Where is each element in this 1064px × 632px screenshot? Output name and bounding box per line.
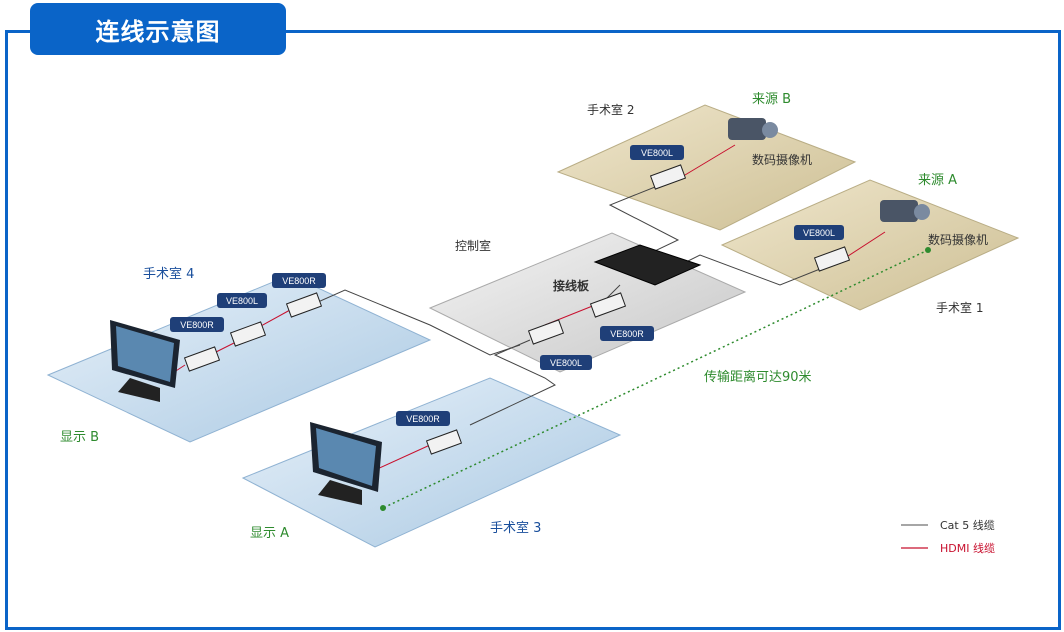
label-display-a: 显示 A xyxy=(250,526,289,541)
label-source-a: 来源 A xyxy=(918,173,957,188)
diagram-frame xyxy=(5,30,1061,630)
label-camera-b: 数码摄像机 xyxy=(752,152,812,167)
badge-room4-ve800r-1: VE800R xyxy=(272,273,326,288)
svg-text:VE800R: VE800R xyxy=(180,320,214,330)
svg-text:VE800R: VE800R xyxy=(610,329,644,339)
label-camera-a: 数码摄像机 xyxy=(928,232,988,247)
label-distance: 传输距离可达90米 xyxy=(704,369,812,385)
distance-line xyxy=(382,249,929,509)
room2-floor xyxy=(556,104,857,231)
room1-floor xyxy=(720,179,1020,311)
monitor-a-icon xyxy=(310,422,382,505)
legend-hdmi: HDMI 线缆 xyxy=(940,541,995,555)
monitor-b-icon xyxy=(110,320,180,402)
badge-room4-ve800l: VE800L xyxy=(217,293,267,308)
label-control-room: 控制室 xyxy=(455,238,491,253)
badge-room4-ve800r-2: VE800R xyxy=(170,317,224,332)
room4-floor xyxy=(46,274,432,443)
control-room-floor xyxy=(428,232,747,373)
label-display-b: 显示 B xyxy=(60,430,99,445)
extender-devices xyxy=(183,164,851,455)
room3-floor xyxy=(241,377,622,548)
legend: Cat 5 线缆 HDMI 线缆 xyxy=(901,518,995,555)
camera-a-icon xyxy=(880,200,930,222)
label-patch-panel: 接线板 xyxy=(553,278,590,293)
svg-text:VE800L: VE800L xyxy=(803,228,835,238)
label-room2: 手术室 2 xyxy=(587,102,634,117)
badge-room3-ve800r: VE800R xyxy=(396,411,450,426)
svg-text:VE800L: VE800L xyxy=(226,296,258,306)
badge-control-ve800r: VE800R xyxy=(600,326,654,341)
svg-text:VE800L: VE800L xyxy=(641,148,673,158)
svg-text:VE800L: VE800L xyxy=(550,358,582,368)
badge-room2-ve800l: VE800L xyxy=(630,145,684,160)
label-source-b: 来源 B xyxy=(752,92,791,107)
badge-room1-ve800l: VE800L xyxy=(794,225,844,240)
label-room4: 手术室 4 xyxy=(143,266,194,282)
patch-panel xyxy=(593,244,702,286)
label-room3: 手术室 3 xyxy=(490,520,541,536)
label-room1: 手术室 1 xyxy=(936,300,983,315)
badge-control-ve800l: VE800L xyxy=(540,355,592,370)
camera-b-icon xyxy=(728,118,778,140)
page-title: 连线示意图 xyxy=(30,3,286,55)
legend-cat5: Cat 5 线缆 xyxy=(940,518,995,532)
svg-text:VE800R: VE800R xyxy=(406,414,440,424)
svg-text:VE800R: VE800R xyxy=(282,276,316,286)
cat5-cables xyxy=(299,184,831,426)
